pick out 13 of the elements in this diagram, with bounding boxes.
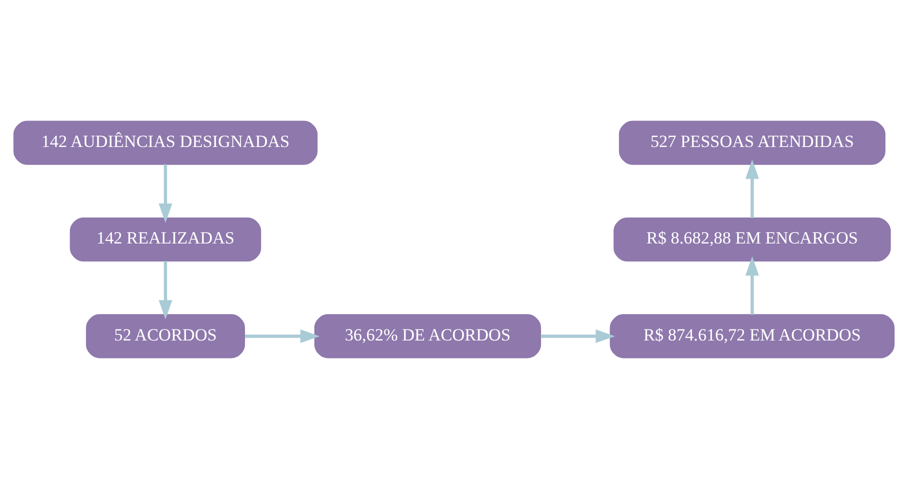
node-box: R$ 874.616,72 EM ACORDOS — [610, 314, 895, 358]
arrow — [158, 261, 172, 320]
node-box: 527 PESSOAS ATENDIDAS — [618, 120, 886, 165]
arrow — [158, 164, 172, 223]
arrow — [745, 256, 759, 315]
node-box: 52 ACORDOS — [86, 314, 245, 358]
arrow — [244, 329, 320, 343]
node-box: R$ 8.682,88 EM ENCARGOS — [614, 217, 891, 262]
node-box: 36,62% DE ACORDOS — [314, 314, 542, 358]
node-box: 142 REALIZADAS — [70, 217, 262, 262]
arrow — [745, 160, 759, 218]
arrow — [540, 329, 616, 343]
node-box: 142 AUDIÊNCIAS DESIGNADAS — [13, 120, 318, 165]
